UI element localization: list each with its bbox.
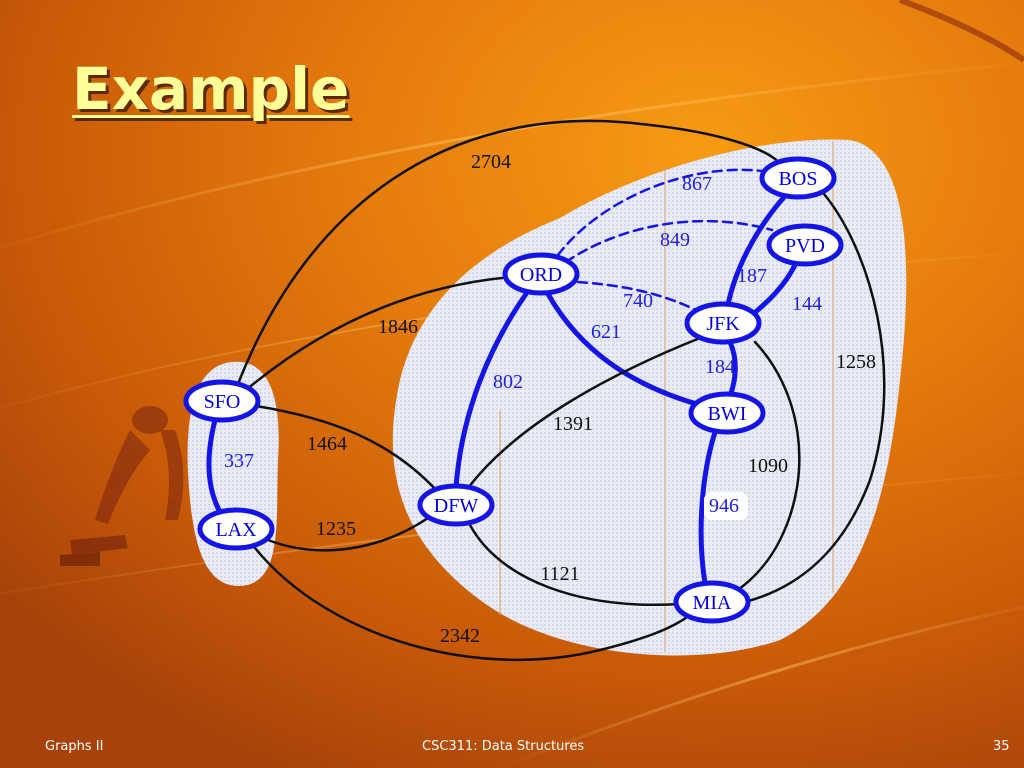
edge-ord-jfk bbox=[576, 280, 702, 314]
edge-lax-mia bbox=[253, 546, 692, 661]
node-sfo: SFO bbox=[183, 379, 261, 423]
edge-dfw-mia bbox=[468, 523, 682, 606]
edge-lax-dfw bbox=[266, 516, 430, 552]
edge-weight-sfo-lax: 337 bbox=[224, 450, 254, 472]
edge-ord-dfw bbox=[453, 291, 529, 491]
edge-weight-jfk-mia: 1090 bbox=[748, 455, 788, 477]
edge-bos-jfk bbox=[725, 193, 788, 308]
node-label-bwi: BWI bbox=[708, 403, 747, 425]
node-label-ord: ORD bbox=[520, 264, 562, 286]
edge-weight-dfw-mia: 1121 bbox=[540, 563, 579, 585]
footer-section-name: Graphs II bbox=[45, 739, 104, 754]
node-label-lax: LAX bbox=[215, 519, 257, 541]
edge-weight-bwi-mia: 946 bbox=[709, 495, 739, 517]
node-label-sfo: SFO bbox=[204, 391, 241, 413]
edge-ord-bwi bbox=[545, 291, 703, 408]
edge-weight-sfo-bos: 2704 bbox=[471, 151, 511, 173]
edge-weight-bos-mia: 1258 bbox=[836, 351, 876, 373]
edge-weight-ord-bwi: 621 bbox=[591, 321, 621, 343]
node-ord: ORD bbox=[502, 252, 580, 296]
edge-weight-pvd-jfk: 144 bbox=[792, 293, 822, 315]
node-pvd: PVD bbox=[766, 223, 844, 267]
edge-weight-ord-pvd: 849 bbox=[660, 229, 690, 251]
edge-weight-jfk-bwi: 184 bbox=[705, 356, 735, 378]
edge-bos-mia bbox=[743, 192, 886, 604]
edge-weight-lax-dfw: 1235 bbox=[316, 518, 356, 540]
edge-jfk-mia bbox=[733, 340, 801, 594]
edge-weight-lax-mia: 2342 bbox=[440, 625, 480, 647]
edge-sfo-lax bbox=[206, 417, 223, 515]
edges bbox=[206, 119, 886, 661]
page-title: Example bbox=[72, 55, 350, 123]
edge-bwi-mia bbox=[698, 429, 718, 586]
node-label-bos: BOS bbox=[779, 168, 818, 190]
edge-sfo-dfw bbox=[254, 404, 440, 494]
edge-sfo-bos bbox=[236, 119, 782, 386]
node-label-mia: MIA bbox=[693, 592, 732, 614]
edge-ord-pvd bbox=[564, 219, 774, 264]
edge-weight-ord-bos: 867 bbox=[682, 173, 712, 195]
edge-weight-ord-dfw: 802 bbox=[493, 371, 523, 393]
edge-jfk-dfw bbox=[466, 336, 702, 490]
node-dfw: DFW bbox=[417, 483, 495, 527]
node-jfk: JFK bbox=[684, 301, 762, 345]
edge-ord-bos bbox=[556, 168, 772, 257]
footer-course-name: CSC311: Data Structures bbox=[422, 739, 585, 754]
edge-weight-sfo-ord: 1846 bbox=[378, 316, 418, 338]
nodes: SFO LAX ORD DFW BOS PVD JFK BWI MIA bbox=[183, 156, 844, 624]
edge-weight-ord-jfk: 740 bbox=[623, 290, 653, 312]
node-label-dfw: DFW bbox=[434, 495, 479, 517]
node-lax: LAX bbox=[197, 507, 275, 551]
edge-weight-jfk-dfw: 1391 bbox=[553, 413, 593, 435]
edge-weight-sfo-dfw: 1464 bbox=[307, 433, 347, 455]
node-label-jfk: JFK bbox=[706, 313, 740, 335]
edge-sfo-ord bbox=[244, 275, 514, 392]
node-label-pvd: PVD bbox=[785, 235, 825, 257]
node-mia: MIA bbox=[673, 580, 751, 624]
east-cluster-cloud bbox=[392, 139, 907, 656]
weight-946-badge bbox=[704, 492, 748, 520]
runner-silhouette-icon bbox=[60, 406, 184, 566]
node-bos: BOS bbox=[759, 156, 837, 200]
edge-pvd-jfk bbox=[749, 262, 798, 318]
node-bwi: BWI bbox=[688, 391, 766, 435]
cloud-guides bbox=[499, 142, 834, 652]
edge-weight-bos-jfk: 187 bbox=[737, 265, 767, 287]
footer-page-number: 35 bbox=[993, 739, 1010, 754]
